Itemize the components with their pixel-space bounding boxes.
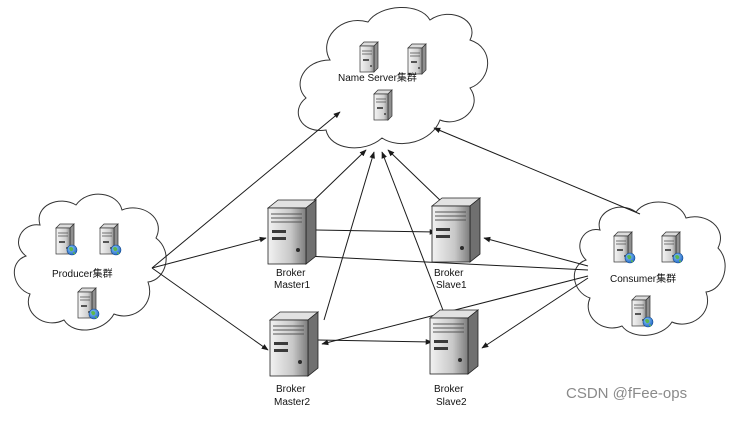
server-icon bbox=[407, 43, 427, 75]
edge-master2-slave2 bbox=[317, 339, 433, 345]
server-icon bbox=[359, 41, 379, 73]
broker-server-icon bbox=[431, 197, 481, 263]
server-icon bbox=[373, 89, 393, 121]
globe-icon bbox=[88, 308, 100, 320]
connectors bbox=[151, 111, 641, 351]
consumer-label: Consumer集群 bbox=[610, 272, 676, 285]
globe-icon bbox=[642, 316, 654, 328]
edge-consumer-master1 bbox=[305, 253, 589, 271]
broker-slave2-line2: Slave2 bbox=[436, 397, 467, 408]
edge-consumer-slave1 bbox=[483, 236, 589, 267]
broker-slave2-line1: Broker bbox=[434, 384, 464, 395]
edge-master1-nameserver bbox=[307, 149, 367, 207]
edge-master1-slave1 bbox=[315, 229, 437, 235]
broker-slave1-line2: Slave1 bbox=[436, 280, 467, 291]
edge-consumer-nameserver bbox=[433, 127, 641, 215]
broker-master2-line2: Master2 bbox=[274, 397, 311, 408]
edge-producer-nameserver bbox=[151, 111, 341, 269]
edge-consumer-slave2 bbox=[481, 277, 589, 349]
edge-slave2-nameserver bbox=[381, 151, 447, 319]
watermark: CSDN @fFee-ops bbox=[566, 385, 687, 402]
name-server-cloud bbox=[297, 7, 489, 149]
broker-server-icon bbox=[429, 309, 479, 375]
broker-master1-line2: Master1 bbox=[274, 280, 311, 291]
producer-label: Producer集群 bbox=[52, 267, 113, 280]
producer-cloud bbox=[13, 193, 167, 331]
globe-icon bbox=[624, 252, 636, 264]
broker-master2-line1: Broker bbox=[276, 384, 306, 395]
broker-master1-line1: Broker bbox=[276, 268, 306, 279]
broker-server-icon bbox=[269, 311, 319, 377]
edge-producer-master2 bbox=[151, 267, 269, 351]
broker-slave1-line1: Broker bbox=[434, 268, 464, 279]
globe-icon bbox=[66, 244, 78, 256]
globe-icon bbox=[110, 244, 122, 256]
globe-icon bbox=[672, 252, 684, 264]
broker-server-icon bbox=[267, 199, 317, 265]
edge-producer-master1 bbox=[151, 236, 267, 269]
edge-master2-nameserver bbox=[323, 151, 375, 321]
consumer-cloud bbox=[573, 201, 726, 336]
name-server-label: Name Server集群 bbox=[338, 71, 417, 84]
edge-slave1-nameserver bbox=[387, 149, 445, 205]
